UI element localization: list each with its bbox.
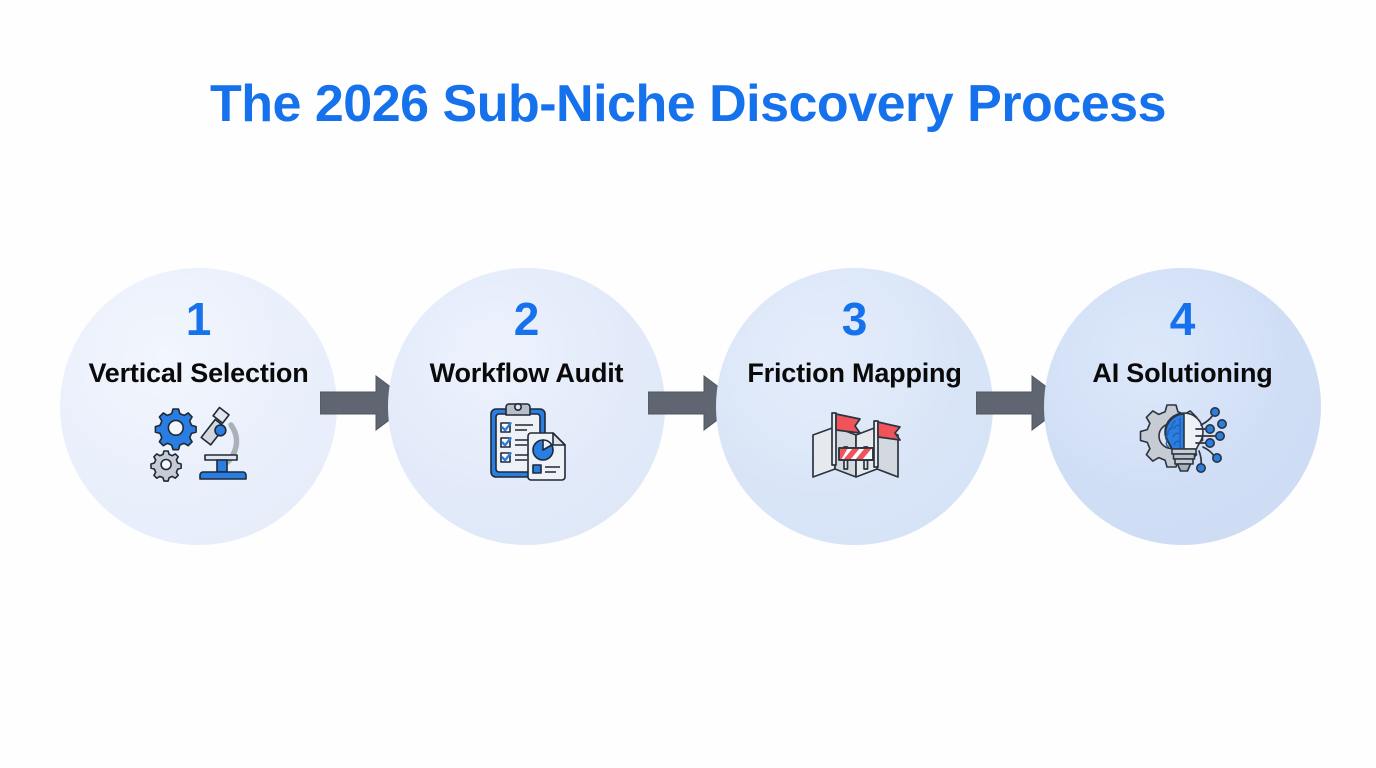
step-label: Workflow Audit — [429, 358, 624, 388]
process-step-2[interactable]: 2 Workflow Audit — [388, 268, 665, 545]
process-flow: 1 Vertical Selection — [0, 268, 1376, 548]
step-number: 3 — [841, 293, 868, 345]
step-label: Vertical Selection — [88, 358, 309, 388]
lightbulb-brain-circuit-gear-icon — [1131, 399, 1235, 483]
step-number: 1 — [185, 293, 212, 345]
page-title: The 2026 Sub-Niche Discovery Process — [209, 75, 1167, 133]
step-number: 4 — [1169, 293, 1196, 345]
clipboard-checklist-report-icon — [475, 399, 579, 483]
process-step-4[interactable]: 4 AI Solutioning — [1044, 268, 1321, 545]
step-number: 2 — [513, 293, 540, 345]
step-label: AI Solutioning — [1092, 358, 1273, 388]
process-step-1[interactable]: 1 Vertical Selection — [60, 268, 337, 545]
process-step-3[interactable]: 3 Friction Mapping — [716, 268, 993, 545]
map-flags-barrier-icon — [803, 399, 907, 483]
gears-microscope-icon — [147, 399, 251, 483]
step-label: Friction Mapping — [747, 358, 962, 388]
